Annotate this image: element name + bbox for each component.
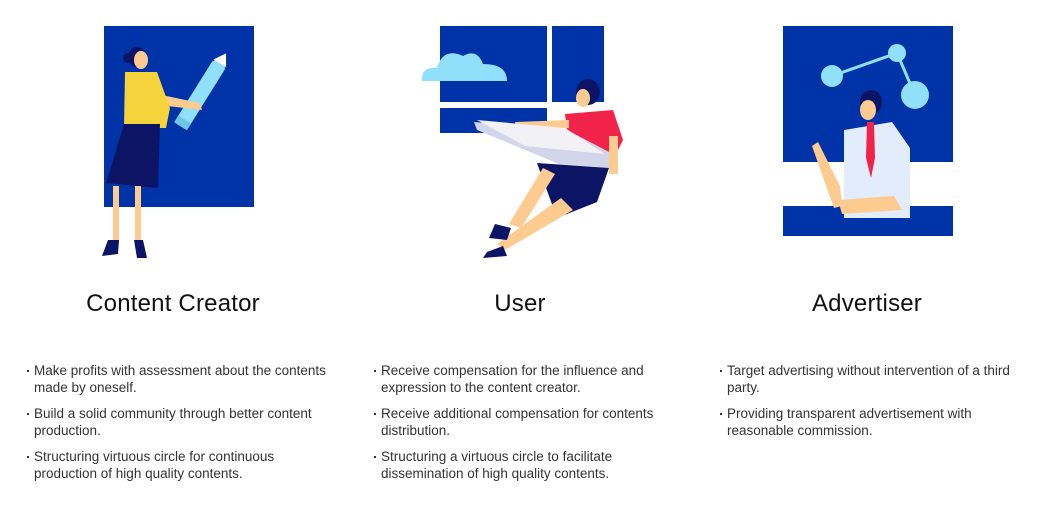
list-item: Make profits with assessment about the c… bbox=[27, 362, 327, 396]
bullet-list: Make profits with assessment about the c… bbox=[27, 362, 327, 491]
list-item: Receive additional compensation for cont… bbox=[374, 405, 674, 439]
list-item: Providing transparent advertisement with… bbox=[720, 405, 1020, 439]
content-creator-column: Content Creator Make profits with assess… bbox=[0, 0, 346, 509]
content-creator-illustration-icon bbox=[102, 26, 254, 258]
user-illustration-icon bbox=[421, 26, 623, 258]
list-item: Target advertising without intervention … bbox=[720, 362, 1020, 396]
list-item: Build a solid community through better c… bbox=[27, 405, 327, 439]
column-title: Advertiser bbox=[811, 290, 923, 317]
list-item: Structuring a virtuous circle to facilit… bbox=[374, 448, 674, 482]
bullet-list: Target advertising without intervention … bbox=[720, 362, 1020, 448]
list-item: Receive compensation for the influence a… bbox=[374, 362, 674, 396]
column-title: Content Creator bbox=[86, 290, 260, 317]
user-column: User Receive compensation for the influe… bbox=[347, 0, 693, 509]
column-title: User bbox=[494, 290, 546, 317]
advertiser-column: Advertiser Target advertising without in… bbox=[694, 0, 1040, 509]
list-item: Structuring virtuous circle for continuo… bbox=[27, 448, 327, 482]
advertiser-illustration-icon bbox=[783, 26, 953, 236]
bullet-list: Receive compensation for the influence a… bbox=[374, 362, 674, 491]
